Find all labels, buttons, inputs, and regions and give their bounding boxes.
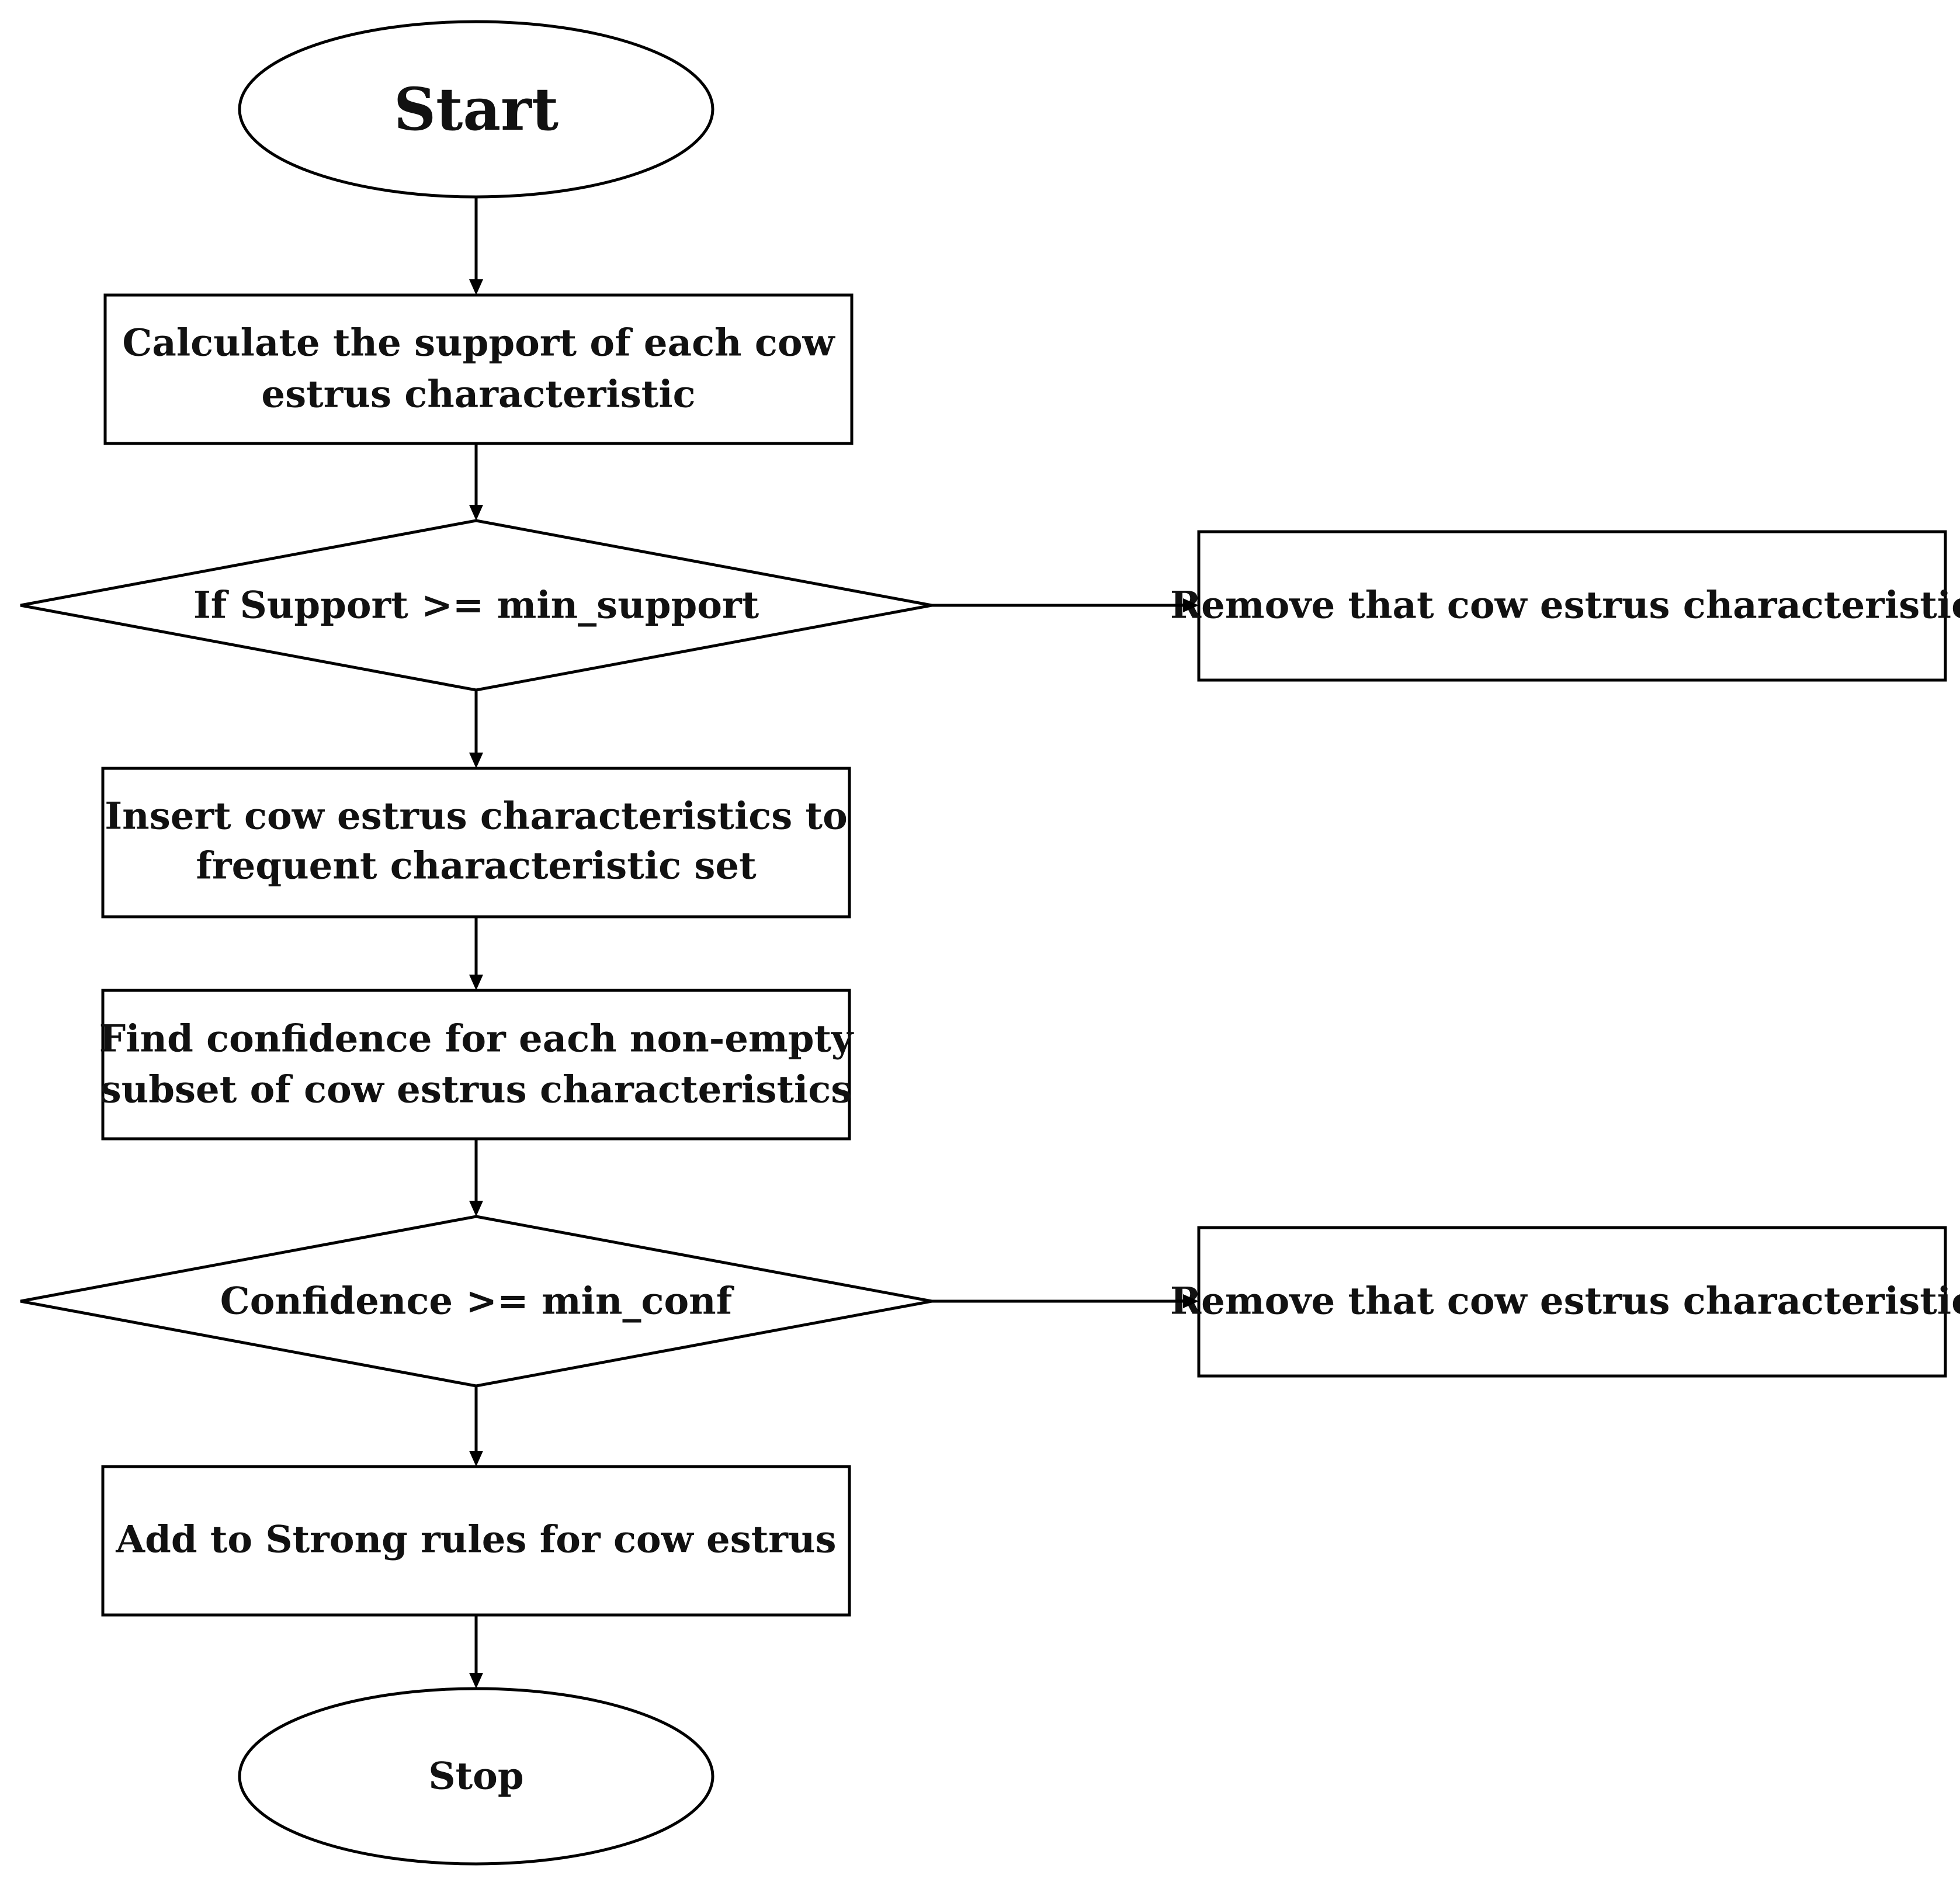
arrow-find-confidence-to-decision: [469, 1139, 483, 1216]
calc-support-label-line2: estrus characteristic: [261, 373, 695, 417]
remove-box-1: Remove that cow estrus characteristic: [1170, 530, 1960, 682]
remove-box-2: Remove that cow estrus characteristic: [1170, 1226, 1960, 1378]
calc-support-label-line1: Calculate the support of each cow: [122, 321, 835, 365]
arrow-insert-to-find-confidence: [469, 917, 483, 990]
insert-frequent-label-line2: frequent characteristic set: [196, 844, 757, 888]
arrow-support-decision-to-remove: [932, 598, 1199, 612]
arrow-confidence-decision-to-add: [469, 1386, 483, 1467]
start-label: Start: [394, 75, 558, 144]
add-strong-rules-label: Add to Strong rules for cow estrus: [115, 1518, 836, 1562]
insert-frequent-label-line1: Insert cow estrus characteristics to: [105, 795, 848, 838]
arrow-support-decision-to-insert: [469, 690, 483, 768]
add-strong-rules-box: Add to Strong rules for cow estrus: [101, 1465, 851, 1617]
confidence-decision-label: Confidence >= min_conf: [220, 1280, 734, 1323]
support-decision: If Support >= min_support: [20, 519, 932, 692]
remove-label-1: Remove that cow estrus characteristic: [1170, 584, 1960, 628]
remove-label-2: Remove that cow estrus characteristic: [1170, 1280, 1960, 1323]
arrow-calc-to-support-decision: [469, 443, 483, 521]
stop-label: Stop: [428, 1755, 523, 1798]
support-decision-label: If Support >= min_support: [193, 584, 759, 628]
stop-node: Stop: [238, 1687, 714, 1866]
calc-support-box: Calculate the support of each cow estrus…: [103, 293, 854, 445]
find-confidence-label-line2: subset of cow estrus characteristics: [100, 1068, 852, 1112]
confidence-decision: Confidence >= min_conf: [20, 1215, 932, 1388]
find-confidence-box: Find confidence for each non-empty subse…: [99, 989, 854, 1141]
start-node: Start: [238, 20, 714, 199]
find-confidence-label-line1: Find confidence for each non-empty: [99, 1017, 854, 1061]
arrow-add-to-stop: [469, 1615, 483, 1689]
arrow-confidence-decision-to-remove: [932, 1294, 1199, 1308]
insert-frequent-box: Insert cow estrus characteristics to fre…: [101, 767, 851, 919]
arrow-start-to-calc: [469, 197, 483, 295]
